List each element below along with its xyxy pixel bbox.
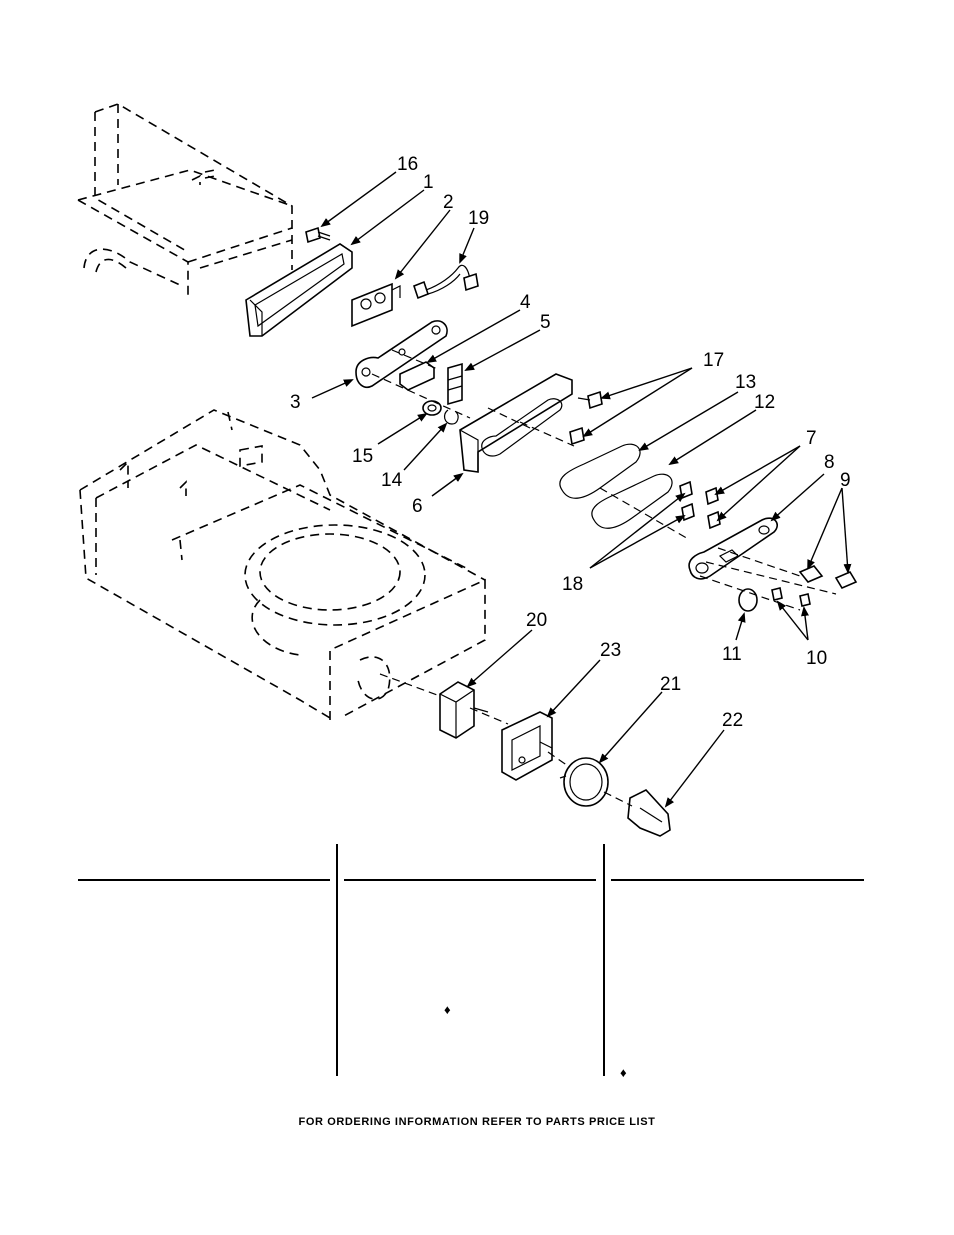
callout-6: 6 — [412, 496, 423, 517]
legend-marker-diamond: ♦ — [620, 1065, 627, 1080]
console-frame-6-part — [459, 373, 573, 473]
bracket-23-part — [501, 711, 553, 781]
spacers-7-part — [705, 486, 721, 530]
lens-5-part — [447, 362, 463, 406]
callout-23: 23 — [600, 640, 621, 661]
switch-2-part — [351, 282, 401, 328]
screws-17-part — [569, 390, 603, 446]
callout-18: 18 — [562, 574, 583, 595]
callout-14: 14 — [381, 470, 403, 491]
callout-16: 16 — [397, 154, 418, 175]
callout-3: 3 — [290, 392, 301, 413]
table-rule-top-middle — [344, 879, 596, 881]
callout-2: 2 — [443, 192, 454, 213]
timer-20-part — [439, 681, 489, 739]
callout-7: 7 — [806, 428, 817, 449]
callout-1: 1 — [423, 172, 434, 193]
callout-15: 15 — [352, 446, 373, 467]
lens-11-part — [738, 588, 758, 612]
table-rule-top-left — [78, 879, 330, 881]
leader-lines — [311, 171, 852, 808]
lower-cabinet-outline — [79, 409, 486, 720]
gasket-12-part — [591, 473, 673, 529]
table-rule-top-right — [611, 879, 864, 881]
assembly-axes — [371, 349, 837, 807]
screws-18-part — [679, 480, 695, 522]
clip-14-part — [443, 409, 459, 425]
callout-22: 22 — [722, 710, 743, 731]
callout-9: 9 — [840, 470, 851, 491]
callout-4: 4 — [520, 292, 531, 313]
callout-21: 21 — [660, 674, 681, 695]
legend-marker-diamond: ♦ — [444, 1002, 451, 1017]
callout-17: 17 — [703, 350, 724, 371]
callout-labels: 16 1 2 19 4 5 3 17 13 12 15 14 6 7 8 9 1… — [290, 154, 851, 731]
ring-15-part — [422, 400, 442, 416]
table-column-divider-2 — [603, 844, 605, 1076]
pins-10-part — [771, 587, 811, 607]
callout-10: 10 — [806, 648, 827, 669]
exploded-parts-diagram: 16 1 2 19 4 5 3 17 13 12 15 14 6 7 8 9 1… — [77, 103, 858, 837]
callout-13: 13 — [735, 372, 756, 393]
gasket-13-part — [559, 443, 641, 499]
upper-cabinet-outline — [77, 103, 293, 300]
callout-8: 8 — [824, 452, 835, 473]
knob-22-part — [627, 789, 671, 837]
bracket-3-part — [355, 320, 448, 388]
screw-16-part — [305, 226, 331, 244]
callout-20: 20 — [526, 610, 547, 631]
plate-8-part — [688, 517, 778, 580]
callout-19: 19 — [468, 208, 489, 229]
block-4-part — [399, 361, 435, 391]
callout-12: 12 — [754, 392, 775, 413]
wire-harness-19-part — [413, 264, 479, 300]
console-panel-part — [245, 243, 353, 337]
dial-ring-21-part — [559, 757, 609, 807]
callout-5: 5 — [540, 312, 551, 333]
table-column-divider-1 — [336, 844, 338, 1076]
ordering-info-footer: FOR ORDERING INFORMATION REFER TO PARTS … — [298, 1116, 656, 1128]
callout-11: 11 — [722, 644, 742, 665]
